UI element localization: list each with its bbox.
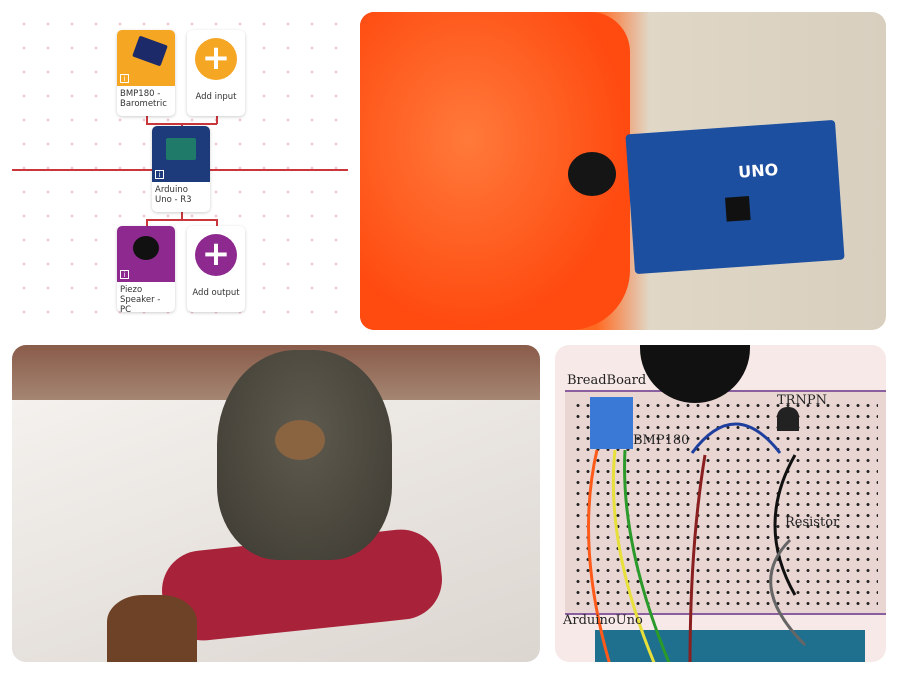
piezo-image: i bbox=[117, 226, 175, 282]
small-bear bbox=[107, 595, 197, 662]
arduino-uno bbox=[595, 630, 865, 662]
arduino-photo: UNO bbox=[360, 12, 886, 330]
transistor bbox=[777, 407, 799, 431]
connector bbox=[146, 116, 148, 124]
sensor-image: i bbox=[117, 30, 175, 86]
piezo-buzzer bbox=[568, 152, 616, 196]
wires bbox=[587, 422, 807, 662]
arduino-image: i bbox=[152, 126, 210, 182]
card-label: Add output bbox=[192, 288, 240, 298]
card-label: BMP180 - Barometric bbox=[120, 89, 167, 109]
card-label: Piezo Speaker - PC bbox=[120, 285, 161, 315]
connector bbox=[146, 219, 217, 221]
bmp180-label: BMP180 bbox=[633, 433, 690, 448]
transistor-label: TRNPN bbox=[777, 393, 827, 408]
connector bbox=[146, 219, 148, 227]
breadboard-label: BreadBoard bbox=[567, 373, 647, 388]
output-card-piezo[interactable]: i Piezo Speaker - PC bbox=[117, 226, 175, 315]
teddy-bear bbox=[217, 350, 392, 560]
add-output-button[interactable]: + Add output bbox=[187, 226, 245, 312]
plus-icon: + bbox=[195, 38, 237, 80]
board-label: UNO bbox=[737, 159, 779, 182]
card-label: Add input bbox=[195, 92, 237, 102]
connector bbox=[181, 212, 183, 220]
arduino-board: UNO bbox=[625, 119, 845, 275]
input-card-bmp180[interactable]: i BMP180 - Barometric bbox=[117, 30, 175, 116]
controller-card-arduino[interactable]: i Arduino Uno - R3 bbox=[152, 126, 210, 212]
add-input-button[interactable]: + Add input bbox=[187, 30, 245, 116]
flow-diagram-panel: i BMP180 - Barometric + Add input i Ardu… bbox=[12, 12, 348, 330]
connector bbox=[216, 116, 218, 124]
card-label: Arduino Uno - R3 bbox=[155, 185, 192, 205]
info-icon[interactable]: i bbox=[120, 74, 129, 83]
resistor-label: Resistor bbox=[785, 515, 840, 530]
info-icon[interactable]: i bbox=[155, 170, 164, 179]
arduino-label: ArduinoUno bbox=[563, 613, 643, 628]
teddy-bear-photo bbox=[12, 345, 540, 662]
info-icon[interactable]: i bbox=[120, 270, 129, 279]
plus-icon: + bbox=[195, 234, 237, 276]
bmp180-module bbox=[590, 397, 633, 449]
connector bbox=[216, 219, 218, 227]
breadboard-diagram: BreadBoard BMP180 TRNPN Resistor Arduino… bbox=[555, 345, 886, 662]
